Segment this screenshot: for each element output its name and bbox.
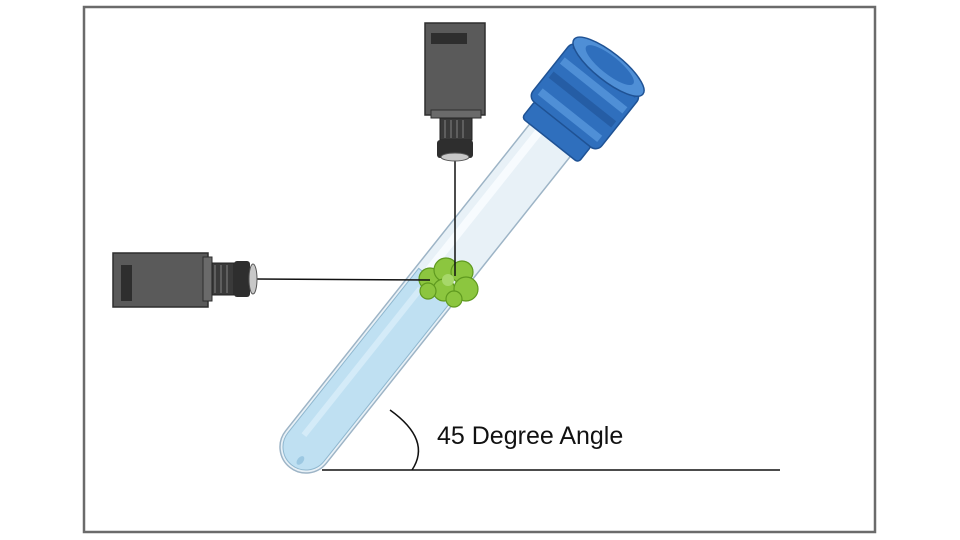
tube-bottom-reflection — [296, 456, 305, 465]
angle-label: 45 Degree Angle — [437, 422, 623, 450]
top-camera — [424, 22, 486, 162]
liquid-highlight — [301, 286, 423, 438]
side-camera-sightline — [254, 278, 431, 281]
side-camera — [112, 252, 258, 308]
green-cell-cluster — [418, 257, 479, 308]
angle-arc — [389, 409, 420, 471]
liquid-medium — [282, 267, 456, 471]
tube-cap — [522, 36, 645, 162]
